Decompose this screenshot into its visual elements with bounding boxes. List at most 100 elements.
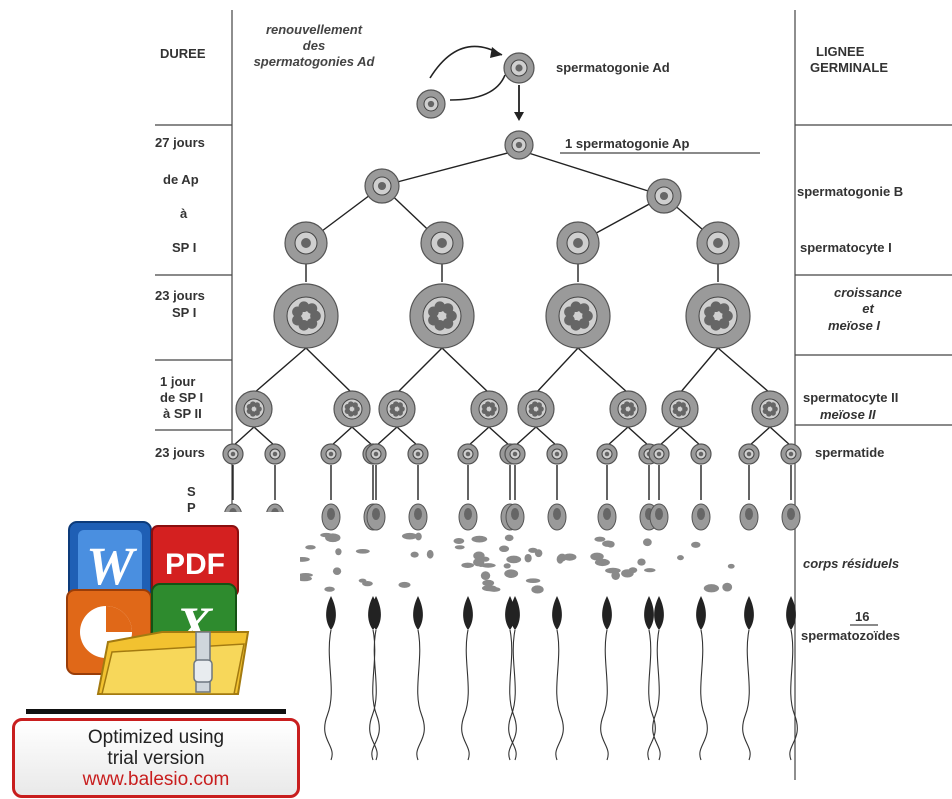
spermatogonie-b-cell	[364, 168, 400, 204]
residual-body	[320, 532, 333, 538]
spermatide-cell	[320, 443, 342, 465]
spermatide-cell	[365, 443, 387, 465]
badge-line-1: Optimized using	[87, 727, 225, 748]
renouv-line-1: renouvellement	[265, 22, 363, 37]
renouv-line-3: spermatogonies Ad	[253, 54, 375, 69]
spermatide-elongating	[458, 503, 478, 531]
residual-body	[298, 572, 313, 578]
residual-body	[643, 538, 652, 547]
branch-line	[535, 426, 558, 447]
renewal-arrowhead	[490, 47, 502, 58]
residual-body	[332, 567, 342, 576]
spermatozoid	[552, 596, 564, 761]
residual-body	[594, 558, 610, 567]
label-de-sp1: de SP I	[160, 390, 204, 405]
spermatide-cell	[690, 443, 712, 465]
spermatozoid	[369, 596, 381, 761]
residual-body	[296, 575, 312, 582]
residual-body	[727, 563, 735, 569]
residual-body	[691, 541, 701, 548]
spermatozoid	[696, 596, 708, 761]
branch-line	[396, 426, 419, 447]
branch-line	[305, 347, 353, 394]
residual-body	[499, 545, 510, 553]
spermatide-cell	[596, 443, 618, 465]
badge-line-2: trial version	[107, 748, 205, 769]
residual-body	[324, 586, 335, 592]
residual-body	[556, 554, 564, 564]
branch-line	[351, 426, 374, 447]
spermatide-cell	[407, 443, 429, 465]
spermatocyte-2-cell	[517, 390, 555, 428]
residual-body	[487, 587, 501, 592]
spermatogonie-b-cell	[646, 178, 682, 214]
branch-line	[577, 347, 629, 394]
label-23-jours-b: 23 jours	[155, 445, 205, 460]
branch-line	[253, 347, 307, 394]
spermatide-elongating	[649, 503, 669, 531]
residual-body	[401, 532, 418, 540]
residual-body	[473, 558, 484, 567]
branch-line	[330, 426, 353, 447]
label-spermatogonie-ap: 1 spermatogonie Ap	[565, 136, 690, 151]
spermatide-elongating	[366, 503, 386, 531]
pdf-icon: PDF	[151, 525, 239, 597]
spermatocyte-2-cell	[333, 390, 371, 428]
residual-body	[410, 551, 419, 558]
residual-body	[594, 536, 606, 542]
residual-body	[562, 553, 577, 561]
residual-body	[531, 585, 544, 594]
residual-body	[473, 551, 485, 561]
spermatide-cell	[222, 443, 244, 465]
spermatocyte-1-cell	[696, 221, 740, 265]
badge-line-3: www.balesio.com	[82, 769, 230, 790]
label-croissance: croissance	[834, 285, 902, 300]
residual-body	[461, 562, 475, 568]
spermatide-cell	[264, 443, 286, 465]
word-icon: W	[68, 521, 152, 607]
spermatide-cell	[504, 443, 526, 465]
label-meiose-1: meïose I	[828, 318, 881, 333]
branch-line	[514, 426, 537, 447]
residual-body	[506, 555, 522, 564]
residual-body	[590, 552, 604, 561]
balesio-trial-badge: W PDF X Optimized using trial version w	[12, 512, 300, 799]
residual-body	[525, 578, 541, 584]
growing-spermatocyte-cell	[545, 283, 611, 349]
label-s: S	[187, 484, 196, 499]
spermatide-elongating	[408, 503, 428, 531]
spermatide-elongating	[505, 503, 525, 531]
residual-body	[637, 558, 646, 566]
spermatocyte-2-cell	[378, 390, 416, 428]
label-meiose-2: meïose II	[820, 407, 876, 422]
residual-body	[503, 563, 511, 569]
spermatide-elongating	[597, 503, 617, 531]
label-spermatocyte-2: spermatocyte II	[803, 390, 899, 405]
branch-line	[232, 426, 255, 447]
residual-body	[453, 537, 465, 545]
branch-line	[467, 426, 490, 447]
badge-divider	[26, 709, 286, 714]
label-de-ap: de Ap	[163, 172, 199, 187]
label-spermatocyte-1: spermatocyte I	[800, 240, 892, 255]
spermatocyte-2-cell	[751, 390, 789, 428]
ad-to-ap-arrowhead	[514, 112, 524, 121]
branch-line	[679, 347, 719, 394]
spermatide-cell	[648, 443, 670, 465]
branch-line	[606, 426, 629, 447]
branch-line	[679, 426, 702, 447]
residual-body	[677, 555, 684, 561]
label-renouvellement: renouvellement des spermatogonies Ad	[244, 22, 384, 70]
residual-body	[335, 548, 342, 556]
spermatocyte-1-cell	[420, 221, 464, 265]
label-sp1-b: SP I	[172, 305, 197, 320]
residual-body	[480, 563, 496, 568]
spermatide-cell	[738, 443, 760, 465]
label-a: à	[180, 206, 188, 221]
spermatozoid	[600, 596, 612, 761]
spermatocyte-2-cell	[235, 390, 273, 428]
spermatide-cell	[457, 443, 479, 465]
residual-body	[358, 578, 367, 583]
residual-body	[611, 571, 621, 580]
branch-line	[658, 426, 681, 447]
